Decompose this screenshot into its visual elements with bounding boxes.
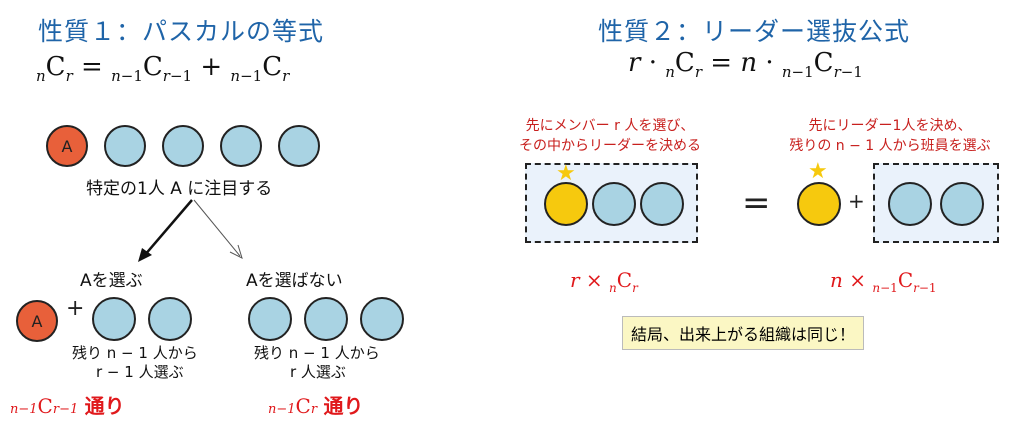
plus-sign: + [848, 189, 865, 213]
person-circle [640, 182, 684, 226]
person-circle [592, 182, 636, 226]
star-icon: ★ [808, 159, 828, 184]
count-left: r × nCr [570, 268, 638, 295]
person-circle [92, 297, 136, 341]
person-circle [278, 125, 320, 167]
caption-right: 先にリーダー1人を決め、 残りの n − 1 人から班員を選ぶ [789, 118, 991, 154]
remain-caption-1a: 残り n − 1 人から [72, 344, 198, 362]
person-circle [148, 297, 192, 341]
remain-caption-2b: r 人選ぶ [290, 363, 346, 381]
conclusion-note: 結局、出来上がる組織は同じ！ [622, 316, 865, 350]
leader-circle [544, 182, 588, 226]
person-circle [304, 297, 348, 341]
remain-caption-2a: 残り n − 1 人から [254, 344, 380, 362]
equals-sign: = [742, 183, 771, 223]
pascal-formula: nCr = n−1Cr−1 + n−1Cr [36, 52, 290, 86]
person-circle [104, 125, 146, 167]
person-circle [220, 125, 262, 167]
ways-1: n−1Cr−1 通り [10, 394, 125, 418]
person-circle [162, 125, 204, 167]
star-icon: ★ [556, 161, 576, 186]
leader-circle [797, 182, 841, 226]
person-a: A [16, 300, 58, 342]
caption-left: 先にメンバー r 人を選び、 その中からリーダーを決める [519, 118, 701, 154]
person-circle [360, 297, 404, 341]
focus-text: 特定の1人 A に注目する [86, 179, 273, 199]
remain-caption-1b: r − 1 人選ぶ [96, 363, 184, 381]
count-right: n × n−1Cr−1 [830, 268, 937, 295]
leader-formula: r · nCr = n · n−1Cr−1 [628, 48, 863, 82]
left-title: 性質１：パスカルの等式 [38, 17, 325, 46]
not-choose-a-label: Aを選ばない [246, 271, 343, 291]
choose-a-label: Aを選ぶ [80, 271, 143, 291]
person-circle [888, 182, 932, 226]
person-circle [248, 297, 292, 341]
person-circle [940, 182, 984, 226]
person-a: A [46, 125, 88, 167]
plus-sign: + [66, 296, 85, 321]
right-title: 性質２：リーダー選抜公式 [598, 17, 911, 46]
ways-2: n−1Cr 通り [268, 394, 364, 418]
arrow-icon [138, 199, 243, 262]
